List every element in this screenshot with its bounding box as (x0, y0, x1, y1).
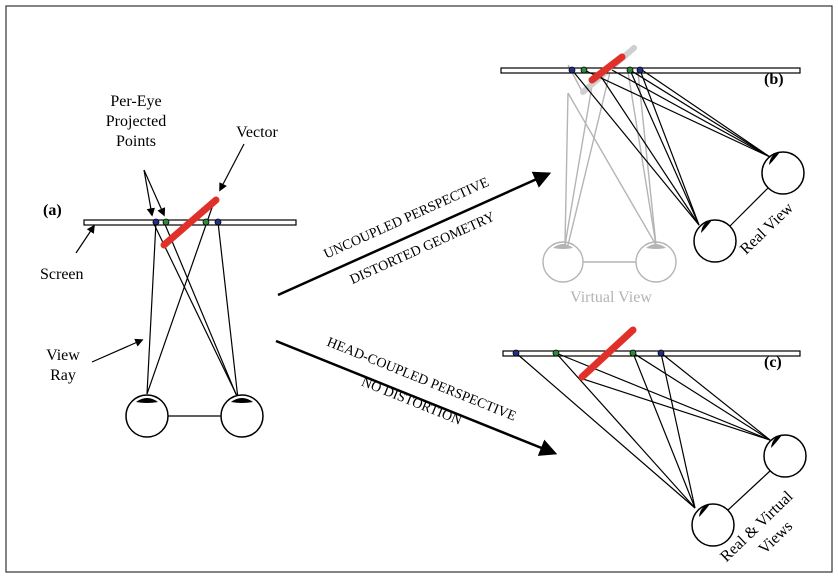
projected-point (657, 349, 665, 357)
panel-b-tag: (b) (764, 71, 784, 88)
projected-point (626, 66, 634, 74)
eye-right (763, 434, 807, 478)
eye-right (220, 394, 264, 438)
vector-bar (588, 53, 626, 84)
projected-point (629, 349, 637, 357)
screen-bar (500, 67, 801, 74)
projected-point (636, 66, 644, 74)
interocular-line (727, 470, 771, 511)
projected-point (512, 349, 520, 357)
eye-real-left (693, 219, 737, 263)
vector-label: Vector (236, 124, 278, 141)
view-ray-label-line2: Ray (50, 367, 76, 384)
projected-point (580, 66, 588, 74)
arrow-uncoupled (277, 171, 552, 297)
screen-bar (502, 350, 801, 357)
eye-real-right (761, 151, 805, 195)
projected-point (552, 349, 560, 357)
per-eye-label-line2: Projected (106, 113, 166, 130)
panel-a: (a) Per-Eye Projected Points Vector Scre… (40, 93, 297, 438)
virtual-view-ghost (542, 64, 677, 283)
projected-point (568, 66, 576, 74)
projected-point (214, 218, 222, 226)
eye-left (125, 394, 169, 438)
arrow-head-coupled (275, 339, 558, 456)
virtual-view-label: Virtual View (570, 289, 652, 306)
leader-lines (75, 143, 245, 363)
projected-point (152, 218, 160, 226)
view-rays (571, 69, 771, 226)
vector-bar (160, 196, 220, 249)
per-eye-label-line3: Points (116, 133, 156, 150)
per-eye-label-line1: Per-Eye (110, 93, 161, 110)
interocular-line (729, 187, 769, 227)
eye-left (691, 503, 735, 547)
figure-border (5, 5, 833, 573)
vector-bar (578, 326, 637, 381)
projected-point (162, 218, 170, 226)
projected-point (202, 218, 210, 226)
panel-c-tag: (c) (764, 354, 782, 371)
view-rays (146, 198, 239, 400)
screen-label: Screen (40, 266, 84, 283)
panel-a-tag: (a) (43, 202, 62, 219)
view-ray-label-line1: View (46, 347, 80, 364)
panel-c: (c) Real & Virtual Views (502, 326, 807, 565)
